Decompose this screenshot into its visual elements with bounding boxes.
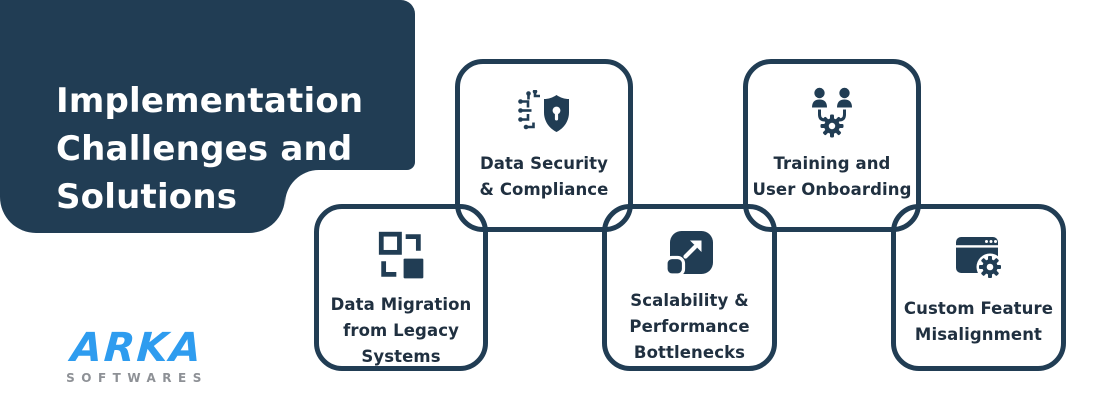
page-title-line3: Solutions (56, 176, 238, 217)
card-label-line: & Compliance (479, 180, 609, 199)
card-training: Training and User Onboarding (743, 59, 921, 232)
arka-logo: ARKA SOFTWARES (52, 325, 222, 385)
card-label-line: Custom Feature (903, 299, 1054, 318)
card-scalability: Scalability & Performance Bottlenecks (602, 204, 777, 371)
card-label-line: Bottlenecks (633, 343, 746, 362)
page-title: Implementation Challenges and Solutions (56, 77, 396, 221)
card-custom-feature: Custom Feature Misalignment (891, 204, 1066, 371)
card-data-migration: Data Migration from Legacy Systems (314, 204, 488, 371)
card-label-line: Systems (361, 347, 441, 366)
card-custom-feature-label: Custom Feature Misalignment (904, 296, 1053, 348)
page-title-line1: Implementation (56, 80, 364, 121)
migration-squares-icon (374, 229, 428, 283)
security-circuit-shield-icon (515, 84, 573, 142)
card-data-security-label: Data Security & Compliance (480, 151, 609, 203)
card-training-label: Training and User Onboarding (752, 151, 911, 203)
card-label-line: Misalignment (914, 325, 1043, 344)
card-label-line: User Onboarding (752, 180, 912, 199)
arka-logo-subtitle: SOFTWARES (66, 371, 208, 385)
card-label-line: Data Migration (330, 295, 472, 314)
scale-expand-arrow-icon (663, 229, 717, 279)
card-label-line: Performance (629, 317, 750, 336)
browser-settings-gear-icon (950, 229, 1008, 287)
card-label-line: Data Security (480, 154, 608, 173)
title-block-narrow-shape (0, 0, 285, 233)
card-data-security: Data Security & Compliance (455, 59, 633, 232)
card-data-migration-label: Data Migration from Legacy Systems (331, 292, 472, 370)
card-label-line: Training and (773, 154, 891, 173)
card-label-line: Scalability & (630, 291, 749, 310)
card-scalability-label: Scalability & Performance Bottlenecks (629, 288, 749, 366)
card-label-line: from Legacy (343, 321, 459, 340)
users-gear-icon (804, 84, 860, 142)
page-title-line2: Challenges and (56, 128, 353, 169)
arka-logo-wordmark: ARKA (69, 325, 205, 371)
